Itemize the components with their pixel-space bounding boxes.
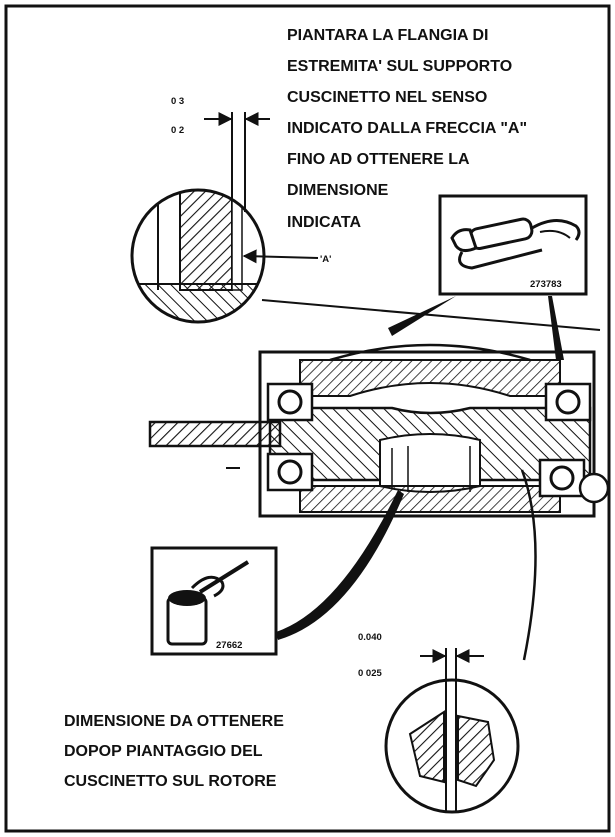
leader-line	[388, 296, 456, 336]
bottom-dimension-lower: 0 025	[358, 668, 382, 679]
instruction-top-line: DIMENSIONE	[287, 182, 389, 199]
grease-gun-icon	[450, 217, 581, 270]
leader-line	[548, 296, 564, 360]
oil-can-code: 27662	[216, 640, 242, 651]
instruction-top-line: CUSCINETTO NEL SENSO	[287, 89, 487, 106]
leader-line	[276, 490, 404, 640]
instruction-top-line: INDICATO DALLA FRECCIA "A"	[287, 120, 527, 137]
top-dimension-upper: 0 3	[171, 96, 184, 107]
bottom-detail-circle	[384, 678, 520, 814]
top-detail-circle: 'A'	[130, 188, 331, 324]
bottom-dimension-upper: 0.040	[358, 632, 382, 643]
instruction-top-line: FINO AD OTTENERE LA	[287, 151, 470, 168]
leader-line	[520, 469, 537, 661]
page-border	[4, 4, 611, 833]
arrow-a-label: 'A'	[320, 254, 331, 265]
instruction-bottom-line: DOPOP PIANTAGGIO DEL	[64, 743, 263, 760]
grease-gun-tool: 273783	[438, 194, 588, 296]
bearing-assembly	[148, 343, 610, 518]
instruction-top-line: ESTREMITA' SUL SUPPORTO	[287, 58, 512, 75]
grease-gun-code: 273783	[530, 279, 562, 290]
oil-can-icon	[166, 560, 250, 646]
instruction-bottom-line: DIMENSIONE DA OTTENERE	[64, 713, 284, 730]
instruction-top-line: PIANTARA LA FLANGIA DI	[287, 27, 488, 44]
instruction-top: PIANTARA LA FLANGIA DI ESTREMITA' SUL SU…	[287, 27, 527, 231]
top-dimension: 0 3 0 2	[171, 96, 270, 212]
top-dimension-lower: 0 2	[171, 125, 184, 136]
leader-line	[261, 299, 601, 331]
instruction-bottom: DIMENSIONE DA OTTENERE DOPOP PIANTAGGIO …	[64, 713, 284, 790]
instruction-bottom-line: CUSCINETTO SUL ROTORE	[64, 773, 277, 790]
instruction-top-line: INDICATA	[287, 214, 362, 231]
oil-can-tool: 27662	[150, 546, 278, 656]
